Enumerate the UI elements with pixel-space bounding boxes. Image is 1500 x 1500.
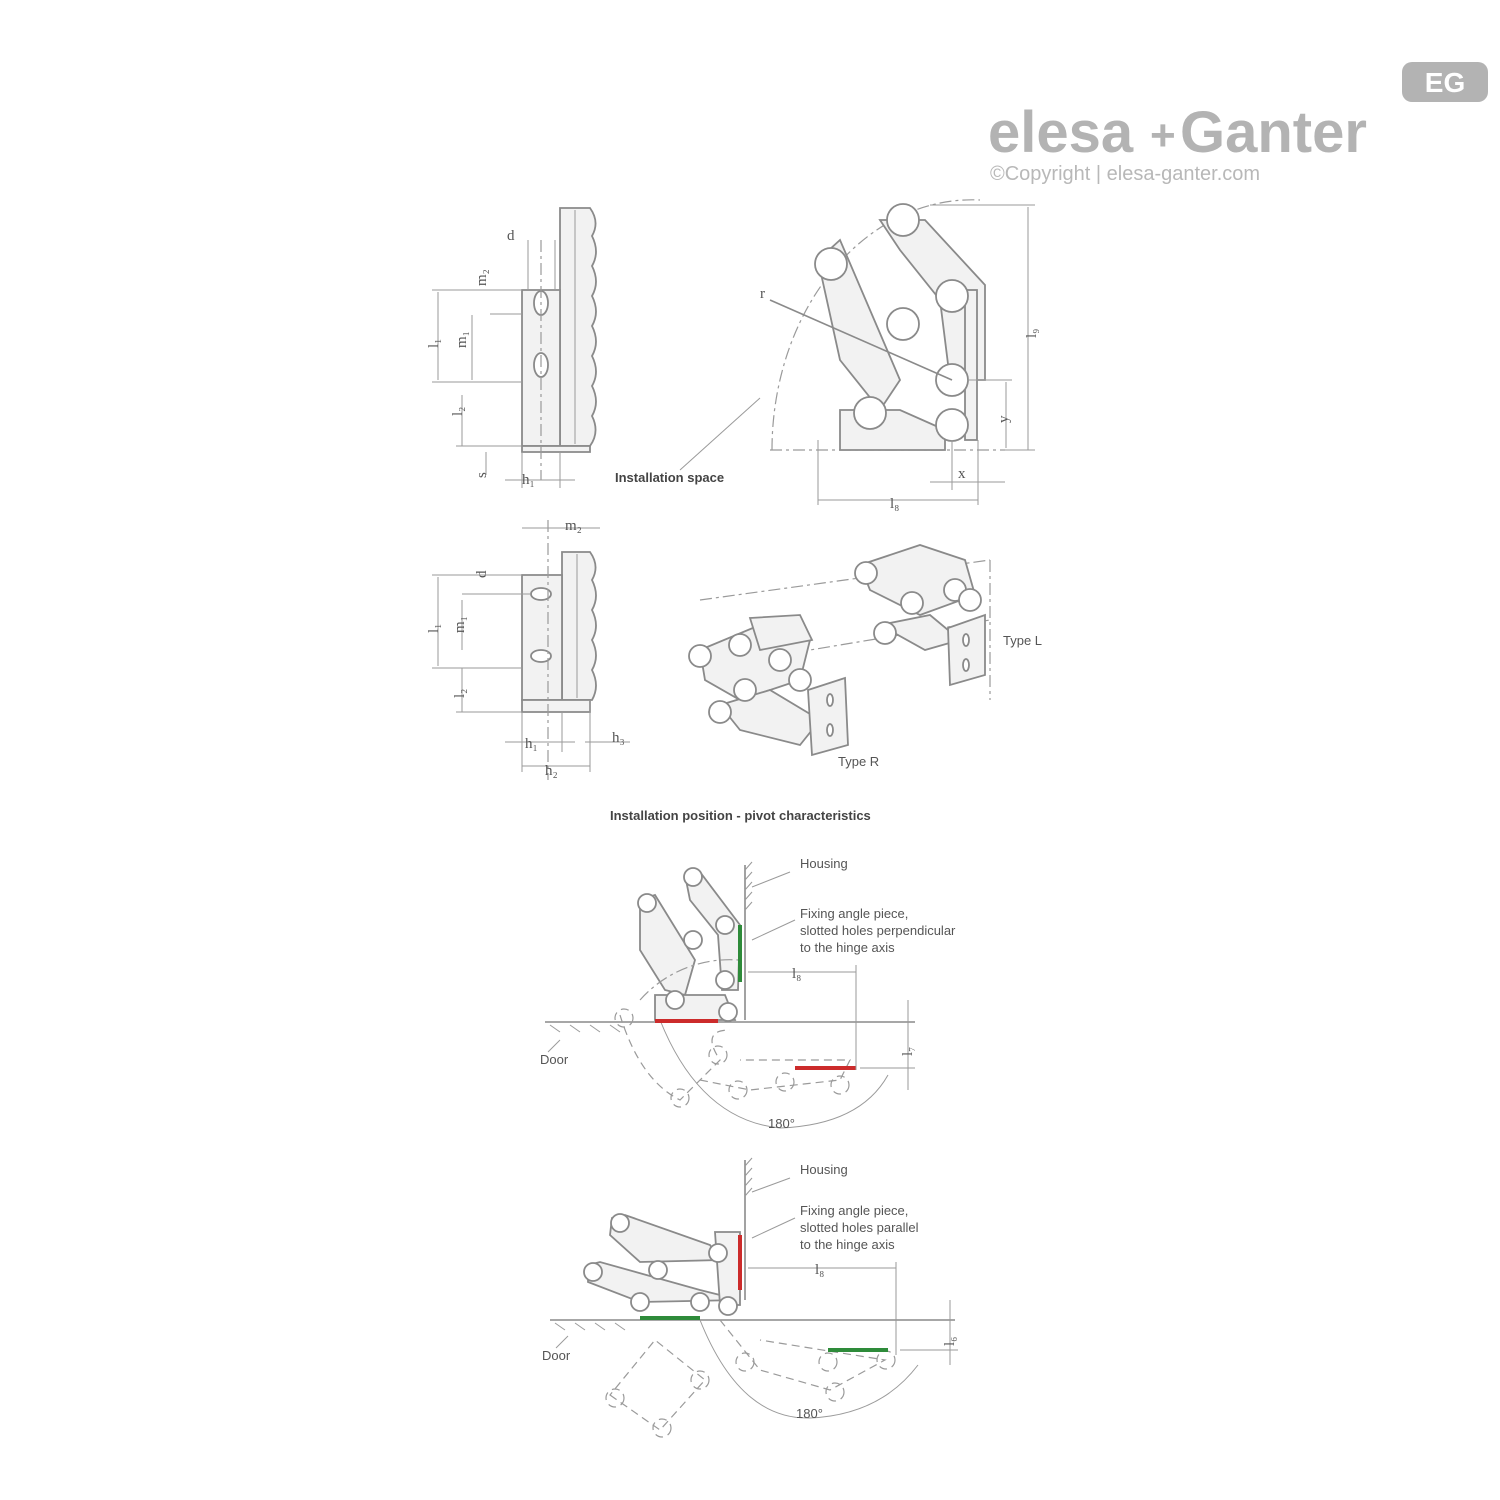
- label-x: x: [958, 466, 966, 482]
- label-l2: l₂: [452, 689, 468, 698]
- pivot-pin: [814, 247, 848, 281]
- top-left-side-view: d m₂ m₁ l₁ l₂ s h₁: [426, 207, 597, 488]
- brand-badge-icon: [1402, 62, 1488, 102]
- hinge-knuckle-stack: [559, 207, 597, 447]
- label-h2: h₂: [545, 763, 558, 779]
- label-m2: m₂: [565, 518, 582, 534]
- label-l9: l₉: [1024, 329, 1040, 338]
- door-label: Door: [540, 1052, 569, 1067]
- label-h1: h₁: [522, 472, 535, 488]
- label-m1: m₁: [452, 616, 468, 633]
- pivot-pin: [886, 203, 920, 237]
- fixing-label-line3: to the hinge axis: [800, 940, 895, 955]
- angle-label: 180°: [768, 1116, 795, 1131]
- label-l2: l₂: [450, 407, 466, 416]
- label-h1: h₁: [525, 736, 538, 752]
- section-title: Installation position - pivot characteri…: [610, 808, 871, 823]
- label-d: d: [474, 570, 490, 578]
- pivot-pin: [935, 408, 969, 442]
- hinge-open-ghost: [609, 1339, 706, 1431]
- installation-space-label: Installation space: [615, 470, 724, 485]
- hinge-open-ghost: [619, 1014, 731, 1101]
- slot-hole: [530, 649, 552, 663]
- label-s: s: [474, 472, 490, 478]
- brand-plus: +: [1150, 111, 1176, 160]
- fixing-label-line2: slotted holes parallel: [800, 1220, 919, 1235]
- hinge-base: [714, 1231, 741, 1306]
- label-l1: l₁: [426, 624, 442, 633]
- label-d: d: [507, 228, 515, 244]
- hinge-side-plate: [964, 289, 978, 441]
- pivot-pin: [935, 279, 969, 313]
- brand-name-right: Ganter: [1180, 100, 1367, 165]
- type-l-label: Type L: [1003, 633, 1042, 648]
- brand-logo: elesa + Ganter ©Copyright | elesa-ganter…: [988, 62, 1488, 185]
- fixing-label-line1: Fixing angle piece,: [800, 906, 908, 921]
- label-l7: l₇: [900, 1047, 916, 1056]
- top-right-front-view: r l₉ y x l₈ Installation space: [615, 199, 1040, 512]
- housing-label: Housing: [800, 1162, 848, 1177]
- isometric-view: Type L Type R: [688, 544, 1042, 769]
- type-r-label: Type R: [838, 754, 879, 769]
- label-r: r: [760, 286, 765, 302]
- mid-left-side-view: m₂ d m₁ l₁ l₂ h₁ h₃ h₂: [426, 518, 630, 780]
- label-y: y: [996, 415, 1012, 423]
- pivot-pin: [853, 396, 887, 430]
- hinge-link: [683, 871, 741, 991]
- label-h3: h₃: [612, 730, 625, 746]
- pivot-diagram-parallel: Housing Door 180°: [542, 1157, 958, 1438]
- door-label: Door: [542, 1348, 571, 1363]
- hinge-knuckle-stack: [561, 551, 597, 701]
- pivot-diagram-perpendicular: Housing Door 180°: [540, 856, 956, 1131]
- hinge-link-outer: [817, 238, 902, 412]
- fixing-label-line3: to the hinge axis: [800, 1237, 895, 1252]
- label-l8: l₈: [890, 496, 899, 512]
- angle-label: 180°: [796, 1406, 823, 1421]
- label-l1: l₁: [426, 339, 442, 348]
- brand-name-left: elesa: [988, 100, 1134, 165]
- fixing-label-line1: Fixing angle piece,: [800, 1203, 908, 1218]
- label-l8: l₈: [792, 966, 801, 982]
- label-m1: m₁: [454, 331, 470, 348]
- housing-label: Housing: [800, 856, 848, 871]
- brand-badge-text: EG: [1425, 67, 1465, 98]
- pivot-pin: [886, 307, 920, 341]
- label-m2: m₂: [474, 269, 490, 286]
- label-l8: l₈: [815, 1262, 824, 1278]
- fixing-label-line2: slotted holes perpendicular: [800, 923, 956, 938]
- type-r-fixing-plate: [807, 676, 849, 757]
- slot-hole: [530, 587, 552, 601]
- label-l6: l₆: [942, 1337, 958, 1346]
- type-l-fixing-plate: [947, 613, 986, 687]
- brand-copyright: ©Copyright | elesa-ganter.com: [990, 163, 1260, 185]
